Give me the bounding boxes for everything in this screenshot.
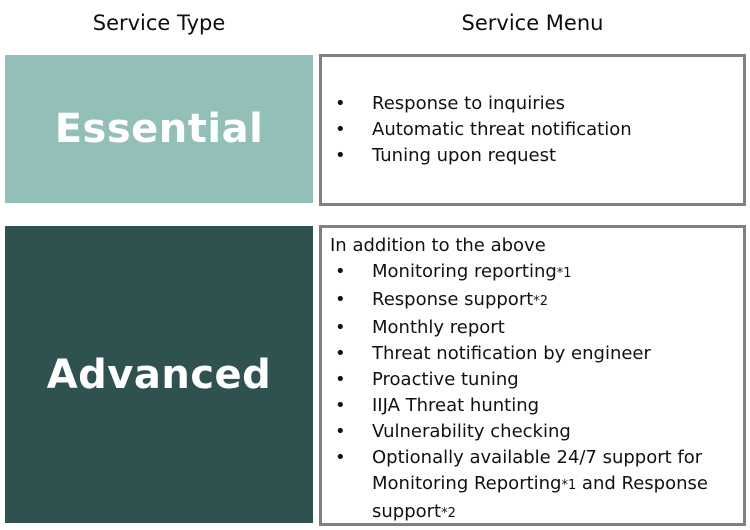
menu-item: Monthly report xyxy=(322,315,743,341)
menu-item: Monitoring reporting*1 xyxy=(322,259,743,287)
menu-item: Automatic threat notification xyxy=(322,117,743,143)
footnote-marker: *1 xyxy=(556,266,572,281)
service-menu-column-header: Service Menu xyxy=(461,11,604,35)
service-type-column-header: Service Type xyxy=(92,11,226,35)
advanced-menu-list: Monitoring reporting*1Response support*2… xyxy=(322,259,743,527)
footnote-marker: *2 xyxy=(533,294,548,309)
menu-item: Proactive tuning xyxy=(322,367,743,393)
advanced-menu-intro: In addition to the above xyxy=(330,235,546,256)
footnote-marker: *2 xyxy=(441,506,456,521)
advanced-menu-box: In addition to the above Monitoring repo… xyxy=(319,225,746,526)
menu-item: Threat notification by engineer xyxy=(322,341,743,367)
essential-tier-label: Essential xyxy=(54,106,264,152)
menu-item: Vulnerability checking xyxy=(322,419,743,445)
menu-item: IIJA Threat hunting xyxy=(322,393,743,419)
essential-tier-box: Essential xyxy=(5,55,313,203)
menu-item: Response to inquiries xyxy=(322,91,743,117)
advanced-tier-box: Advanced xyxy=(5,226,313,523)
advanced-tier-label: Advanced xyxy=(46,351,272,398)
essential-menu-list: Response to inquiriesAutomatic threat no… xyxy=(322,91,743,169)
footnote-marker: *1 xyxy=(561,478,577,493)
menu-item: Response support*2 xyxy=(322,287,743,315)
menu-item: Tuning upon request xyxy=(322,143,743,169)
menu-item: Optionally available 24/7 support for Mo… xyxy=(322,445,743,527)
essential-menu-box: Response to inquiriesAutomatic threat no… xyxy=(319,54,746,206)
